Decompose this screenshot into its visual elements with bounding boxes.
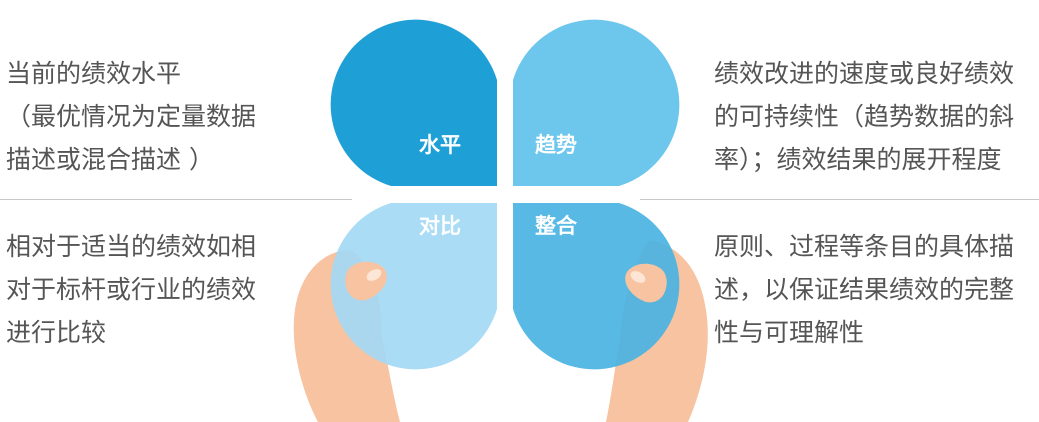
- description-line: （最优情况为定量数据: [6, 102, 257, 131]
- comparison-description: 相对于适当的绩效如相 对于标杆或行业的绩效 进行比较: [6, 225, 256, 354]
- comparison-label: 对比: [419, 214, 461, 238]
- description-line: 绩效改进的速度或良好绩效: [714, 59, 1015, 88]
- description-line: 相对于适当的绩效如相: [6, 232, 257, 261]
- comparison-petal: [330, 203, 497, 370]
- description-line: 当前的绩效水平: [6, 59, 182, 88]
- trend-label: 趋势: [535, 133, 577, 157]
- description-line: 述，以保证结果绩效的完整: [714, 275, 1015, 304]
- level-petal: [330, 19, 497, 187]
- integration-label: 整合: [535, 214, 578, 238]
- description-line: 率）；绩效结果的展开程度: [714, 145, 1002, 174]
- trend-petal: [513, 19, 680, 186]
- right-divider: [640, 199, 1039, 200]
- right-thumb: [625, 263, 667, 303]
- description-line: 的可持续性（趋势数据的斜: [714, 102, 1015, 131]
- description-line: 原则、过程等条目的具体描: [714, 232, 1015, 261]
- level-label: 水平: [419, 133, 461, 157]
- trend-description: 绩效改进的速度或良好绩效 的可持续性（趋势数据的斜 率）；绩效结果的展开程度: [714, 52, 1014, 181]
- description-line: 进行比较: [6, 318, 107, 347]
- description-line: 对于标杆或行业的绩效: [6, 275, 257, 304]
- integration-petal: [513, 203, 680, 370]
- left-divider: [0, 199, 352, 200]
- description-line: 性与可理解性: [714, 318, 865, 347]
- integration-description: 原则、过程等条目的具体描 述，以保证结果绩效的完整 性与可理解性: [714, 225, 1014, 354]
- level-description: 当前的绩效水平 （最优情况为定量数据 描述或混合描述 ）: [6, 52, 256, 181]
- left-thumb: [345, 261, 387, 301]
- description-line: 描述或混合描述 ）: [6, 145, 214, 174]
